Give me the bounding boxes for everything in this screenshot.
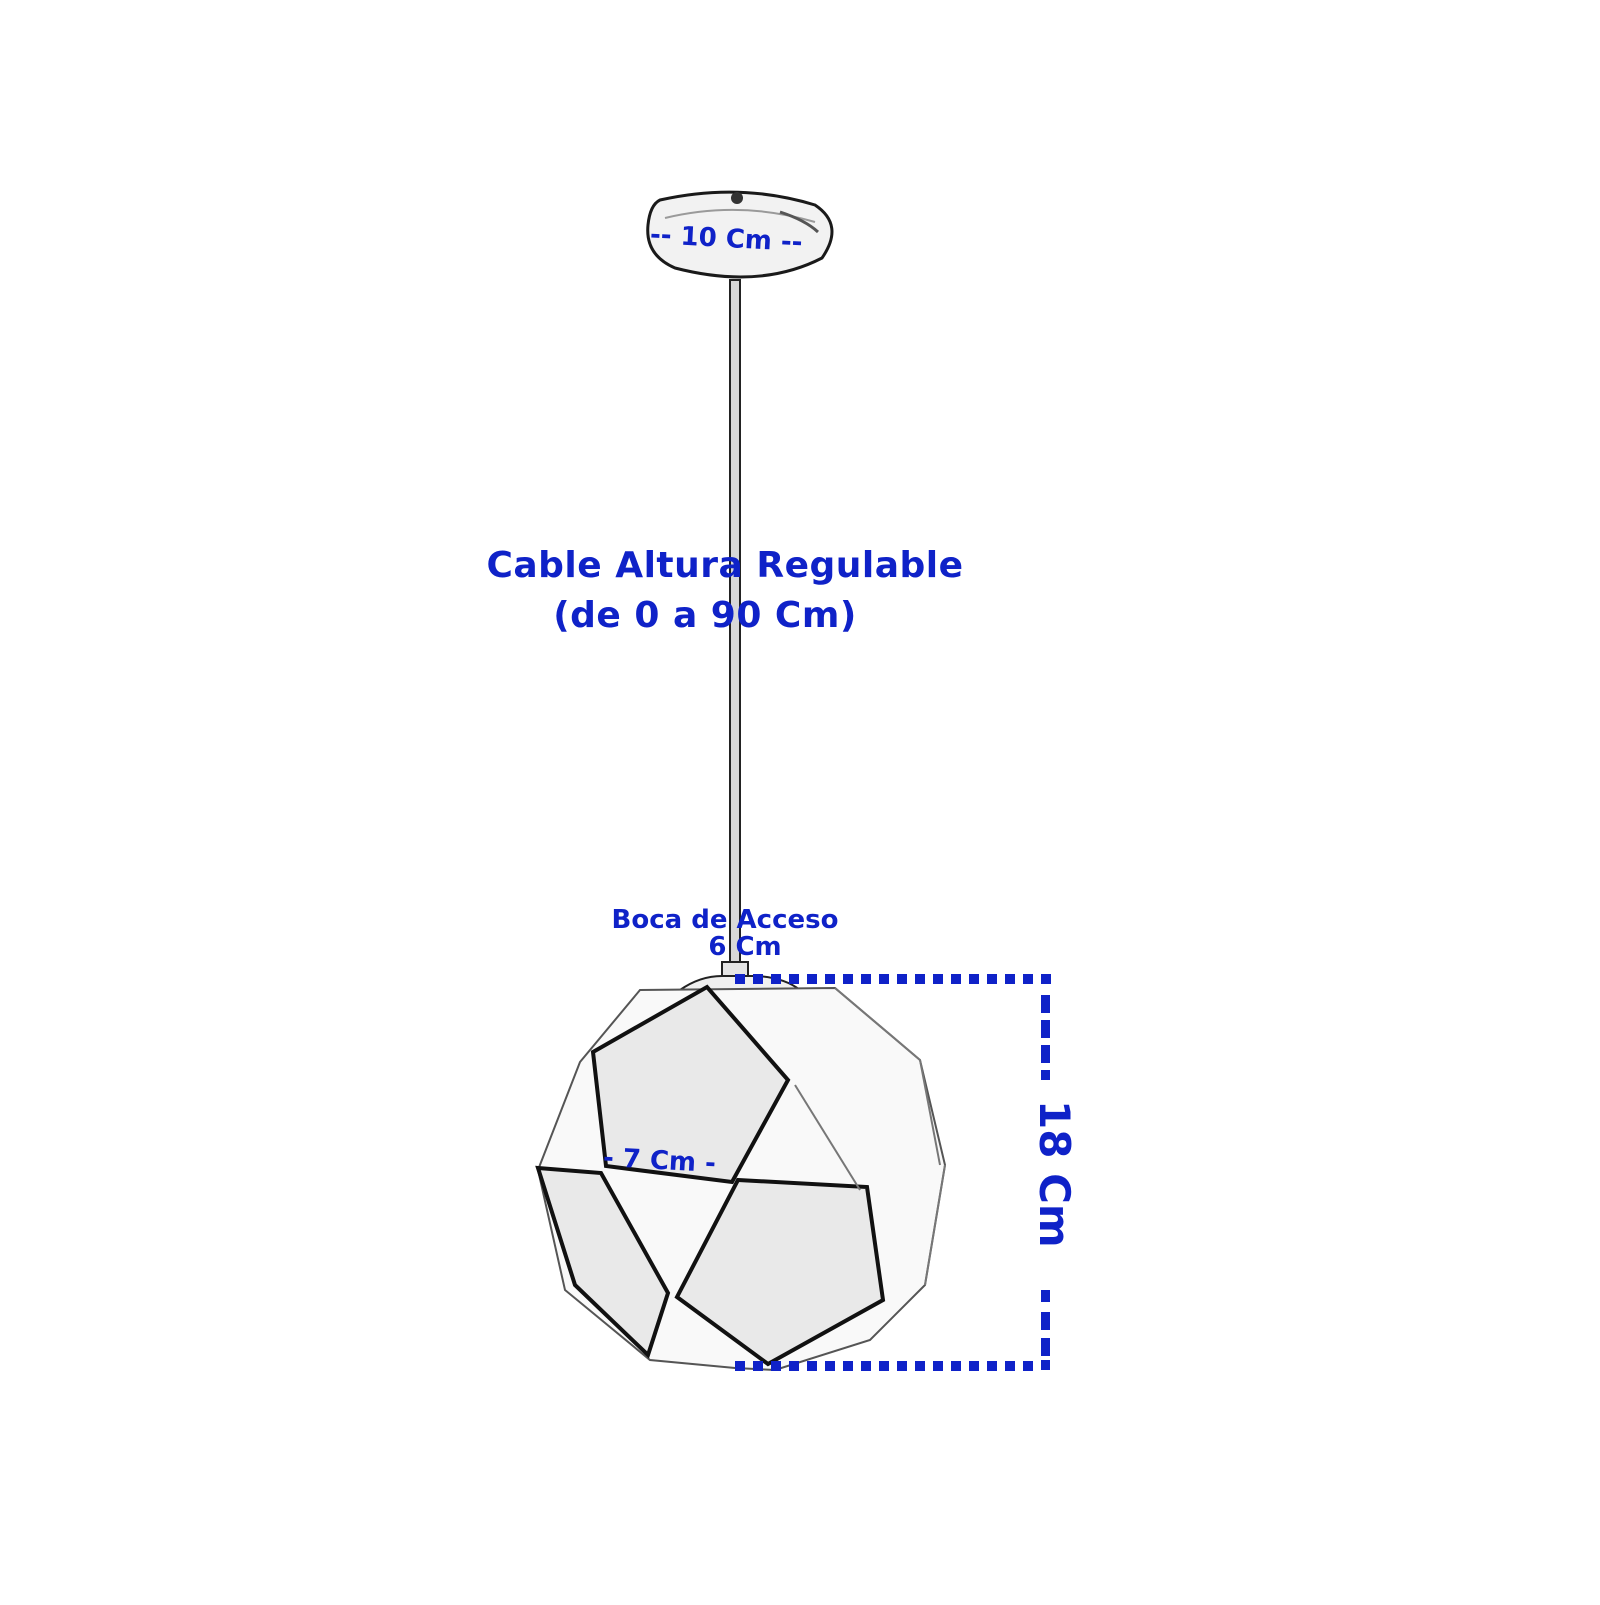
access-opening-size: 6 Cm xyxy=(708,932,782,962)
canopy-width-label: -- 10 Cm -- xyxy=(649,220,804,258)
geometric-lamp-shade xyxy=(535,984,947,1372)
height-dimension-bracket xyxy=(735,974,1051,1371)
top-dotted-line xyxy=(735,974,1051,984)
bottom-dotted-line xyxy=(735,1361,1033,1371)
face-width-label: - 7 Cm - xyxy=(602,1143,717,1179)
shade-height-label: 18 Cm xyxy=(1030,1100,1079,1248)
ceiling-canopy xyxy=(646,190,834,279)
access-opening-title: Boca de Acceso xyxy=(611,905,839,935)
cable-title-label: Cable Altura Regulable xyxy=(486,545,964,586)
cable-range-label: (de 0 a 90 Cm) xyxy=(553,595,857,636)
canopy-screw-icon xyxy=(731,192,743,204)
